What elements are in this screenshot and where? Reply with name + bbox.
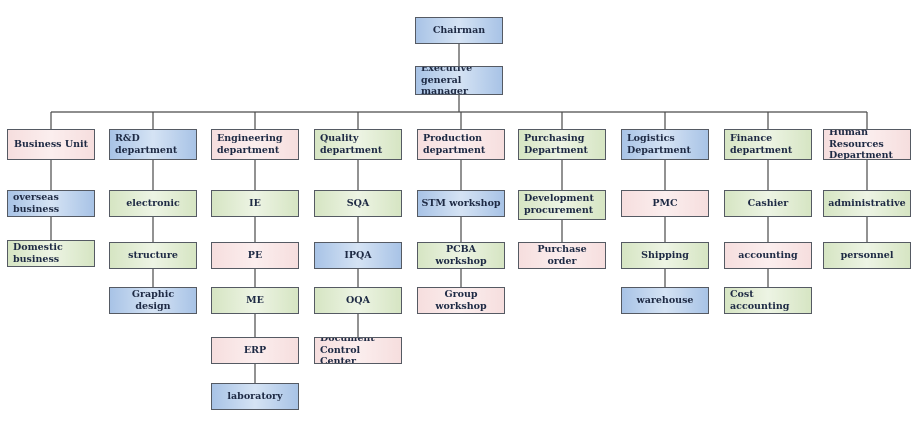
- node-accounting-label: accounting: [738, 249, 798, 261]
- node-laboratory-label: laboratory: [227, 390, 283, 402]
- node-overseas-business-label: overseas business: [13, 191, 60, 215]
- node-erp-label: ERP: [243, 344, 267, 356]
- node-sqa: SQA: [314, 190, 402, 217]
- node-electronic-label: electronic: [126, 197, 180, 209]
- node-cost-accounting-label: Cost accounting: [730, 288, 790, 312]
- node-administrative: administrative: [823, 190, 911, 217]
- node-erp: ERP: [211, 337, 299, 364]
- node-administrative-label: administrative: [828, 197, 906, 209]
- node-structure-label: structure: [128, 249, 178, 261]
- dept-logistics-department: Logistics Department: [621, 129, 709, 160]
- dept-production-department-label: Production department: [423, 132, 486, 156]
- node-development-procurement: Development procurement: [518, 190, 606, 220]
- node-purchase-order: Purchase order: [518, 242, 606, 269]
- node-overseas-business: overseas business: [7, 190, 95, 217]
- node-group-workshop-label: Group workshop: [435, 288, 487, 312]
- dept-business-unit: Business Unit: [7, 129, 95, 160]
- node-warehouse-label: warehouse: [636, 294, 694, 306]
- node-pcba-workshop-label: PCBA workshop: [435, 243, 487, 267]
- dept-purchasing-department-label: Purchasing Department: [524, 132, 588, 156]
- node-warehouse: warehouse: [621, 287, 709, 314]
- node-personnel-label: personnel: [840, 249, 894, 261]
- node-pe: PE: [211, 242, 299, 269]
- node-pcba-workshop: PCBA workshop: [417, 242, 505, 269]
- node-graphic-design-label: Graphic design: [131, 288, 175, 312]
- node-cost-accounting: Cost accounting: [724, 287, 812, 314]
- node-shipping: Shipping: [621, 242, 709, 269]
- node-ie: IE: [211, 190, 299, 217]
- node-laboratory: laboratory: [211, 383, 299, 410]
- node-document-control-center: Document Control Center: [314, 337, 402, 364]
- dept-finance-department-label: Finance department: [730, 132, 793, 156]
- node-chairman-label: Chairman: [432, 24, 486, 36]
- node-development-procurement-label: Development procurement: [524, 193, 594, 216]
- node-group-workshop: Group workshop: [417, 287, 505, 314]
- dept-randd-department-label: R&D department: [115, 132, 178, 156]
- node-me-label: ME: [246, 294, 264, 306]
- dept-quality-department-label: Quality department: [320, 132, 383, 156]
- node-shipping-label: Shipping: [641, 249, 689, 261]
- node-ie-label: IE: [249, 197, 261, 209]
- node-cashier: Cashier: [724, 190, 812, 217]
- node-graphic-design: Graphic design: [109, 287, 197, 314]
- node-ipqa-label: IPQA: [344, 249, 372, 261]
- node-cashier-label: Cashier: [747, 197, 789, 209]
- node-domestic-business: Domestic business: [7, 240, 95, 267]
- node-purchase-order-label: Purchase order: [537, 243, 587, 267]
- node-stm-workshop: STM workshop: [417, 190, 505, 217]
- node-me: ME: [211, 287, 299, 314]
- dept-purchasing-department: Purchasing Department: [518, 129, 606, 160]
- node-stm-workshop-label: STM workshop: [421, 197, 501, 209]
- node-personnel: personnel: [823, 242, 911, 269]
- node-structure: structure: [109, 242, 197, 269]
- node-electronic: electronic: [109, 190, 197, 217]
- node-pmc: PMC: [621, 190, 709, 217]
- node-chairman: Chairman: [415, 17, 503, 44]
- dept-randd-department: R&D department: [109, 129, 197, 160]
- node-domestic-business-label: Domestic business: [13, 241, 63, 265]
- node-ipqa: IPQA: [314, 242, 402, 269]
- dept-human-resources-department: Human Resources Department: [823, 129, 911, 160]
- node-sqa-label: SQA: [346, 197, 370, 209]
- node-executive-general-manager-label: Executive general manager: [421, 66, 473, 95]
- dept-engineering-department-label: Engineering department: [217, 132, 283, 156]
- node-accounting: accounting: [724, 242, 812, 269]
- dept-production-department: Production department: [417, 129, 505, 160]
- dept-finance-department: Finance department: [724, 129, 812, 160]
- node-pe-label: PE: [247, 249, 263, 261]
- node-document-control-center-label: Document Control Center: [320, 337, 375, 364]
- dept-logistics-department-label: Logistics Department: [627, 132, 691, 156]
- dept-human-resources-department-label: Human Resources Department: [829, 129, 893, 160]
- dept-engineering-department: Engineering department: [211, 129, 299, 160]
- node-oqa-label: OQA: [346, 294, 370, 306]
- node-oqa: OQA: [314, 287, 402, 314]
- node-executive-general-manager: Executive general manager: [415, 66, 503, 95]
- dept-quality-department: Quality department: [314, 129, 402, 160]
- node-pmc-label: PMC: [652, 197, 678, 209]
- dept-business-unit-label: Business Unit: [13, 138, 89, 150]
